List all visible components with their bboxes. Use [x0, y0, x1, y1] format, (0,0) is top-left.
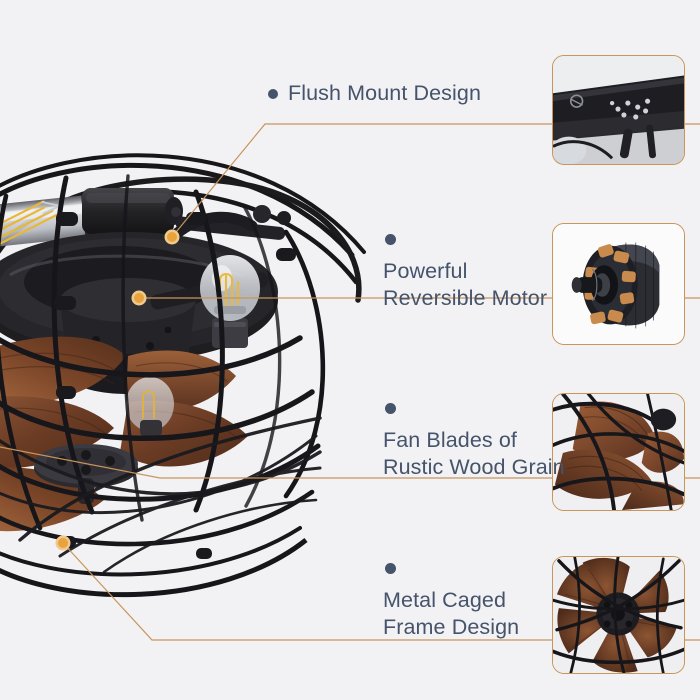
feature-flush-mount-label: Flush Mount Design: [288, 81, 482, 105]
feature-flush-mount: Flush Mount Design: [268, 80, 481, 107]
feature-reversible-motor-label: Powerful Reversible Motor: [383, 259, 548, 310]
thumb-motor-image: [553, 224, 684, 344]
feature-metal-caged-frame: Metal Caged Frame Design: [383, 563, 519, 641]
bullet-icon: [385, 234, 396, 245]
feature-reversible-motor: Powerful Reversible Motor: [383, 234, 547, 312]
feature-metal-caged-frame-label: Metal Caged Frame Design: [383, 588, 520, 639]
bullet-icon: [385, 403, 396, 414]
feature-wood-grain-blades-label: Fan Blades of Rustic Wood Grain: [383, 428, 565, 479]
bullet-icon: [268, 88, 278, 99]
bullet-icon: [385, 563, 396, 574]
feature-wood-grain-blades: Fan Blades of Rustic Wood Grain: [383, 403, 565, 481]
thumb-motor[interactable]: [552, 223, 685, 345]
